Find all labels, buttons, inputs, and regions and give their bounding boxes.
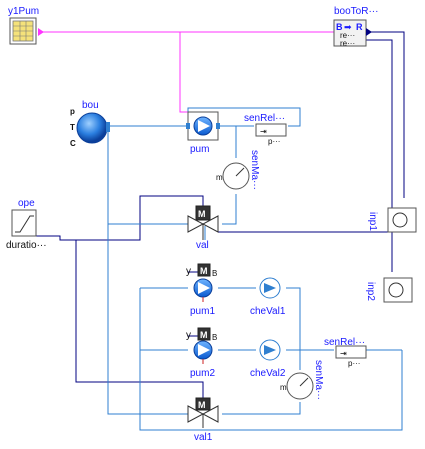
pum1-block[interactable]: y M B pum1 [186, 263, 217, 317]
senMa-bot-block[interactable]: m senMa··· [280, 360, 324, 400]
bou-T: T [70, 123, 75, 132]
senRel-bot-arrow: ⇥ [340, 349, 347, 358]
senRel-top-block[interactable]: senRel··· ⇥ p··· [244, 113, 287, 146]
senRel-bot-block[interactable]: senRel··· ⇥ p··· [324, 337, 367, 368]
inp2-block[interactable]: inp2 [365, 277, 413, 303]
pum-block[interactable]: pum [186, 111, 220, 155]
pum1-y: y [186, 266, 191, 277]
booToR-re2: re··· [340, 39, 355, 48]
val1-block[interactable]: M val1 [187, 397, 219, 443]
pum2-B: B [212, 333, 217, 342]
pum2-y: y [186, 330, 191, 341]
senMa-bot-m: m [280, 383, 287, 392]
booToR-arrow: ➡ [344, 22, 352, 32]
wire-loop-pum1 [139, 288, 403, 431]
wire-senMa-val1 [222, 402, 301, 415]
wires [36, 31, 405, 431]
wire-senMa-val [222, 194, 237, 225]
booToR-re1: re··· [340, 31, 355, 40]
pum2-block[interactable]: y M B pum2 [186, 327, 217, 379]
wire-ope-val [36, 195, 204, 241]
ope-duration: duratio··· [6, 240, 47, 251]
pum1-label: pum1 [190, 306, 215, 317]
senRel-top-label: senRel··· [244, 113, 285, 124]
inp2-label: inp2 [365, 282, 376, 301]
bou-block[interactable]: bou p T C [70, 100, 110, 148]
val-block[interactable]: M val [187, 205, 219, 251]
val1-M: M [198, 400, 206, 410]
ope-label: ope [18, 198, 35, 209]
pum2-M: M [200, 330, 208, 340]
senRel-bot-label: senRel··· [324, 337, 365, 348]
wire-cheVal1-out [286, 287, 301, 350]
wire-bou-val1 [107, 224, 188, 415]
inp1-block[interactable]: inp1 [367, 207, 417, 233]
cheVal1-label: cheVal1 [250, 306, 286, 317]
senMa-top-m: m [216, 173, 223, 182]
bou-C: C [70, 139, 76, 148]
cheVal2-block[interactable]: cheVal2 [250, 339, 286, 379]
senRel-bot-p: p··· [348, 359, 360, 368]
senMa-top-block[interactable]: m senMa··· [216, 150, 260, 190]
booToR-label: booToR··· [334, 6, 378, 17]
wire-bou-val [107, 130, 188, 225]
inp1-label: inp1 [367, 212, 378, 231]
pum2-label: pum2 [190, 368, 215, 379]
pum1-M: M [200, 266, 208, 276]
ope-block[interactable]: ope duratio··· [6, 198, 47, 251]
bou-label: bou [82, 100, 99, 111]
val-M: M [198, 209, 206, 219]
senMa-bot-label: senMa··· [313, 360, 324, 400]
y1Pum-label: y1Pum [8, 6, 39, 17]
pum1-B: B [212, 269, 217, 278]
booToR-B: B [336, 22, 343, 32]
wire-ope-val1 [60, 239, 204, 400]
y1Pum-block[interactable]: y1Pum [8, 6, 44, 45]
senRel-top-arrow: ⇥ [260, 127, 267, 136]
wire-y1Pum-pum [179, 32, 195, 113]
wire-booToR-inp2 [366, 39, 393, 272]
bou-p: p [70, 107, 75, 116]
wire-booToR-pum1 [218, 40, 393, 233]
cheVal2-label: cheVal2 [250, 368, 286, 379]
senMa-top-label: senMa··· [249, 150, 260, 190]
wire-booToR-inp1 [366, 31, 405, 198]
pum-label: pum [190, 144, 209, 155]
booToR-block[interactable]: booToR··· B ➡ R re··· re··· [333, 6, 378, 48]
cheVal1-block[interactable]: cheVal1 [250, 277, 286, 317]
senRel-top-p: p··· [268, 137, 280, 146]
val1-label: val1 [194, 432, 213, 443]
val-label: val [196, 240, 209, 251]
booToR-R: R [356, 22, 363, 32]
